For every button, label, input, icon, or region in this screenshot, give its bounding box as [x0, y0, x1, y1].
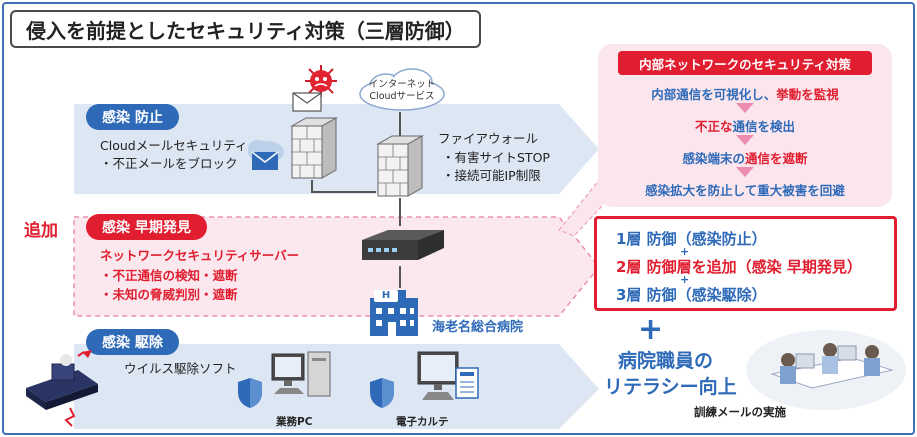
- cloud-label-2: Cloudサービス: [369, 91, 435, 102]
- layer-2: 2層 防御層を追加（感染 早期発見）: [616, 258, 862, 276]
- flow-step-2: 不正な通信を検出: [598, 116, 892, 135]
- security-server-icon: [362, 230, 444, 260]
- cloud-label-1: インターネット: [368, 79, 436, 90]
- internal-panel-title: 内部ネットワークのセキュリティ対策: [618, 51, 872, 75]
- layer-3: 3層 防御（感染駆除）: [616, 286, 767, 304]
- flow-step-1a: 内部通信を可視化し、: [651, 87, 777, 102]
- flow-step-2a: 不正な: [694, 119, 733, 134]
- firewall-wall-right: [376, 135, 424, 197]
- layer-1: 1層 防御（感染防止）: [616, 230, 767, 248]
- page-title: 侵入を前提としたセキュリティ対策（三層防御）: [10, 10, 481, 48]
- flow-arrow-2: [736, 135, 754, 145]
- literacy-plus: +: [638, 312, 664, 347]
- flow-step-1b: 挙動を監視: [776, 87, 839, 102]
- business-pc-icon: [271, 351, 331, 397]
- band2-item-2: ・未知の脅威判別・遮断: [100, 287, 238, 302]
- flow-step-3b: 通信を遮断: [745, 151, 808, 166]
- flow-step-4: 感染拡大を防止して重大被害を回避: [645, 183, 845, 198]
- business-pc-label: 業務PC: [276, 416, 313, 428]
- hospital-icon: [370, 290, 418, 336]
- layer-plus-1: +: [680, 245, 690, 258]
- band1-text-2: ・不正メールをブロック: [100, 156, 238, 171]
- layer-plus-2: +: [680, 273, 690, 286]
- band1-text-1: Cloudメールセキュリティ: [100, 138, 248, 153]
- flow-arrow-1: [736, 103, 754, 113]
- band3-arrow: [74, 344, 599, 429]
- firewall-title: ファイアウォール: [438, 131, 539, 146]
- hospital-emblem: H: [374, 290, 398, 302]
- band2-arrow: [73, 216, 600, 317]
- training-illustration: [746, 330, 906, 410]
- band-arrows: [73, 104, 605, 429]
- band3-label: 感染 駆除: [86, 329, 179, 355]
- flow-step-3: 感染端末の通信を遮断: [598, 148, 892, 167]
- training-mail-label: 訓練メールの実施: [694, 405, 786, 419]
- firewall-item-2: ・接続可能IP制限: [442, 168, 541, 183]
- network-lines: [311, 112, 401, 288]
- flow-step-3a: 感染端末の: [682, 151, 745, 166]
- electronic-chart-icon: [417, 351, 479, 400]
- band2-item-1: ・不正通信の検知・遮断: [100, 268, 238, 283]
- firewall-wall-left: [290, 117, 338, 179]
- flow-step-2b: 通信を検出: [732, 119, 796, 134]
- three-layer-summary: [594, 216, 897, 311]
- cloud-mail-icon: [248, 140, 284, 170]
- band2-title: ネットワークセキュリティサーバー: [100, 248, 300, 263]
- literacy-line-2: リテラシー向上: [604, 376, 737, 398]
- added-label: 追加: [24, 221, 58, 241]
- internet-cloud-icon: [359, 68, 445, 111]
- virus-icon: [305, 65, 337, 97]
- flow-arrow-3: [736, 167, 754, 177]
- band3-text: ウイルス駆除ソフト: [124, 361, 237, 376]
- shield-icon-karte: [370, 378, 394, 408]
- band2-label: 感染 早期発見: [86, 214, 207, 240]
- flow-step-1: 内部通信を可視化し、挙動を監視: [598, 84, 892, 103]
- shield-icon-pc: [238, 378, 262, 408]
- literacy-line-1: 病院職員の: [618, 350, 714, 372]
- attacker-illustration: [26, 350, 98, 427]
- hospital-name: 海老名総合病院: [432, 320, 524, 335]
- band1-label: 感染 防止: [86, 104, 179, 130]
- mail-icon: [292, 92, 322, 112]
- firewall-item-1: ・有害サイトSTOP: [442, 150, 550, 165]
- electronic-chart-label: 電子カルテ: [396, 416, 449, 428]
